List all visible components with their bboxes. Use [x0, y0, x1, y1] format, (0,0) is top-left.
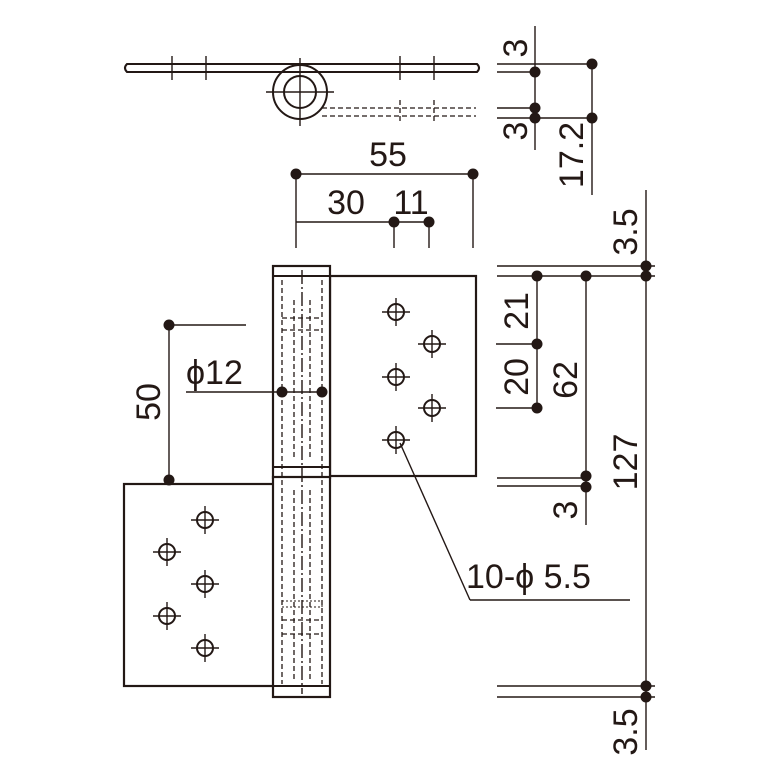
dim-pin-diameter: ϕ12 — [186, 354, 243, 392]
mounting-hole — [153, 602, 181, 630]
dim-3-5-bottom: 3.5 — [607, 708, 645, 755]
upper-leaf-holes — [382, 298, 446, 454]
dim-30: 30 — [327, 184, 365, 222]
width-dimensions: 55 30 11 — [290, 136, 479, 248]
dim-holes: 10-ϕ 5.5 — [466, 558, 591, 596]
dim-3-gap: 3 — [547, 501, 585, 520]
dim-3-top: 3 — [497, 39, 535, 58]
dim-55: 55 — [369, 136, 407, 174]
mounting-hole — [191, 506, 219, 534]
mounting-hole — [191, 634, 219, 662]
dim-21: 21 — [498, 292, 536, 330]
mounting-hole — [418, 330, 446, 358]
dim-20: 20 — [498, 358, 536, 396]
lower-leaf-holes — [153, 506, 219, 662]
top-view-dimensions: 3 3 17.2 — [497, 26, 598, 195]
hole-callout: 10-ϕ 5.5 — [399, 442, 630, 601]
knuckle-marking — [281, 600, 323, 608]
dim-3-offset: 3 — [497, 122, 535, 141]
front-view — [122, 264, 478, 699]
right-dimensions: 3.5 21 20 62 127 3 3.5 — [496, 190, 655, 756]
left-dimensions: 50 ϕ12 — [130, 319, 328, 486]
dim-50: 50 — [130, 383, 168, 421]
dim-127: 127 — [607, 434, 645, 491]
dim-17-2: 17.2 — [553, 122, 591, 188]
top-leaf-plate — [124, 63, 480, 73]
dim-11: 11 — [393, 184, 428, 222]
dim-62: 62 — [547, 361, 585, 399]
top-view — [124, 56, 480, 126]
dim-3-5-top: 3.5 — [607, 208, 645, 255]
mounting-hole — [191, 570, 219, 598]
mounting-hole — [382, 298, 410, 326]
mounting-hole — [153, 538, 181, 566]
mounting-hole — [382, 363, 410, 391]
mounting-hole — [418, 394, 446, 422]
mounting-hole — [382, 426, 410, 454]
